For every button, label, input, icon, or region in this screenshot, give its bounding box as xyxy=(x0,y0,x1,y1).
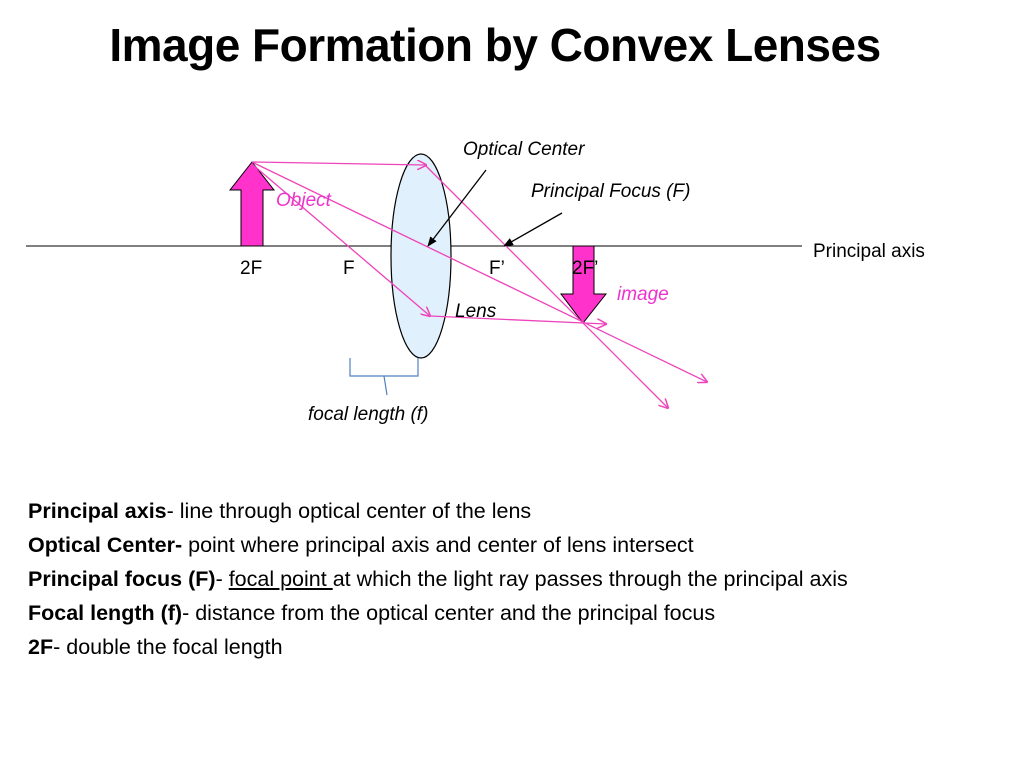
definition-2f: 2F- double the focal length xyxy=(28,635,283,659)
ray-through-focus-out xyxy=(429,315,606,324)
ray-center xyxy=(251,161,707,382)
mark-2f: 2F xyxy=(240,258,263,279)
mark-f-prime: F’ xyxy=(489,258,505,279)
ray-through-focus-in xyxy=(251,163,430,316)
definition-term: Focal length (f) xyxy=(28,601,183,625)
convex-lens xyxy=(390,153,452,359)
definition-text: double the focal length xyxy=(66,635,283,659)
focal-length-brace xyxy=(349,358,419,396)
definition-term: 2F xyxy=(28,635,54,659)
optical-center-label: Optical Center xyxy=(463,139,585,160)
definition-term: Principal focus (F) xyxy=(28,567,216,591)
definition-principal-focus: Principal focus (F)- focal point at whic… xyxy=(28,567,848,591)
definition-text: distance from the optical center and the… xyxy=(195,601,716,625)
principal-focus-label: Principal Focus (F) xyxy=(531,181,691,202)
definition-text: line through optical center of the lens xyxy=(179,499,532,523)
object-label: Object xyxy=(276,190,331,211)
principal-focus-pointer xyxy=(503,212,563,247)
mark-2f-prime: 2F’ xyxy=(572,258,599,279)
definition-principal-axis: Principal axis- line through optical cen… xyxy=(28,499,532,523)
lens-label: Lens xyxy=(455,301,497,322)
definition-underlined-text: focal point xyxy=(228,567,333,591)
image-arrow xyxy=(559,245,608,324)
definition-focal-length: Focal length (f)- distance from the opti… xyxy=(28,601,716,625)
principal-axis-label: Principal axis xyxy=(813,241,925,262)
definition-term: Principal axis xyxy=(28,499,167,523)
mark-f: F xyxy=(343,258,355,279)
definition-text: at which the light ray passes through th… xyxy=(332,567,848,591)
page-title: Image Formation by Convex Lenses xyxy=(109,19,881,71)
focal-length-label: focal length (f) xyxy=(308,404,429,425)
object-arrow xyxy=(228,161,276,247)
definition-term: Optical Center- xyxy=(28,533,183,557)
image-label: image xyxy=(617,284,669,305)
optical-center-pointer xyxy=(427,169,487,247)
definition-text: point where principal axis and center of… xyxy=(188,533,694,557)
ray-parallel-out xyxy=(425,165,668,408)
definition-optical-center: Optical Center- point where principal ax… xyxy=(28,528,978,562)
ray-parallel-in xyxy=(251,162,426,165)
definitions-list: Principal axis- line through optical cen… xyxy=(28,494,978,664)
